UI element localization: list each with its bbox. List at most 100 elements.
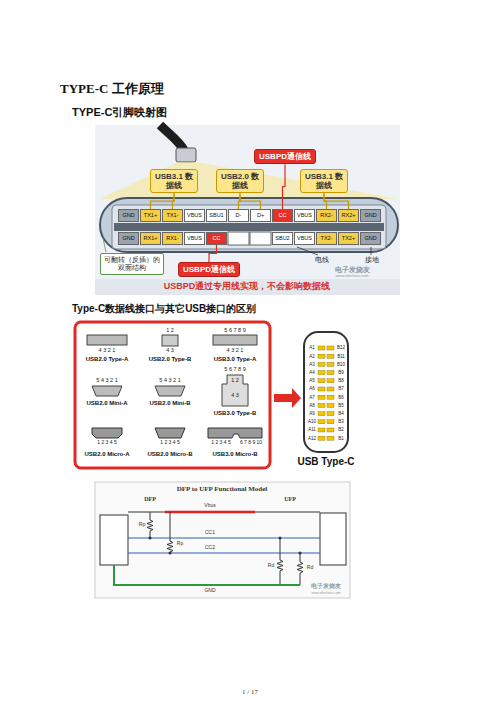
pin-numbers: 5 6 7 8 9 (224, 366, 245, 372)
pin-numbers: 4 3 2 1 (99, 347, 116, 353)
resistor-label: Rp (177, 541, 183, 547)
pin-cell: TX1+ (140, 209, 161, 222)
mini-b-icon (155, 386, 185, 396)
watermark: www.elecfans.com (335, 274, 368, 279)
leader-line (103, 238, 106, 252)
pin-label: B1 (338, 436, 344, 441)
pin-numbers: 5 4 3 2 1 (159, 377, 180, 383)
node-text: USB3.1 数据线 (303, 172, 345, 190)
pin-bar (327, 403, 334, 407)
part-label: 接地 (365, 256, 379, 264)
pin-label: B6 (338, 395, 344, 400)
connector-name: USB2.0 Micro-B (147, 451, 192, 458)
micro-b-icon (155, 428, 185, 438)
callout-line (209, 245, 216, 262)
watermark: 电子发烧友 (311, 583, 341, 590)
tongue (112, 205, 386, 249)
empty-pin (250, 232, 271, 245)
resistor-symbol (297, 553, 303, 585)
dfp-ufp-figure (95, 482, 350, 598)
pin-label: A5 (309, 378, 315, 383)
pin-numbers: 5 4 3 2 1 (96, 377, 117, 383)
node-text: VBUS (187, 212, 202, 218)
connector-name: USB2.0 Type-B (149, 356, 192, 363)
node-text: USB2.0 数据线 (219, 172, 261, 190)
pin-numbers: 6 7 8 9 10 (240, 440, 262, 446)
callout-box: USB3.1 数据线 (300, 169, 348, 193)
junction-dot (169, 552, 172, 555)
cable (160, 125, 184, 150)
connector-name: USB2.0 Mini-A (86, 400, 127, 407)
pin-bar (318, 403, 325, 407)
node-text: D- (236, 212, 242, 218)
pin-label: B2 (338, 427, 344, 432)
pin-cell: VBUS (184, 209, 205, 222)
resistor-label: Rd (307, 565, 313, 571)
callout-box: USBPD通信线 (254, 149, 316, 164)
part-label: 电线 (315, 256, 329, 264)
receptacle-shell (100, 198, 398, 252)
signal-name: CC1 (205, 530, 215, 536)
type-b-icon (162, 335, 178, 346)
node-text: VBUS (187, 235, 202, 241)
pin-cell: RX1- (162, 232, 183, 245)
junction-dot (299, 552, 302, 555)
pin-cell: CC (206, 232, 227, 245)
pin-cell: TX2+ (338, 232, 359, 245)
type-a-icon (213, 335, 257, 345)
pin-bar (318, 346, 325, 350)
node-text: CC (279, 212, 287, 218)
type-c-outline (304, 332, 348, 452)
node-text: TX1- (167, 212, 179, 218)
pin-cell: GND (118, 232, 139, 245)
cc2-wire (128, 553, 320, 554)
signal-name: Vbus (204, 503, 215, 509)
pin-cell: VBUS (294, 209, 315, 222)
banner-note: USBPD通过专用线实现，不会影响数据线 (164, 281, 331, 291)
type-b3-icon (222, 375, 248, 406)
micro-a-icon (92, 428, 122, 438)
cc1-wire (128, 538, 320, 539)
pin-bar (327, 387, 334, 391)
pin-cell: D+ (250, 209, 271, 222)
mini-a-icon (92, 386, 122, 396)
node-text: SBU1 (209, 212, 223, 218)
pin-label: B9 (338, 370, 344, 375)
figure-title: DFP to UFP Functional Model (177, 485, 268, 493)
watermark: 电子发烧友 (335, 266, 370, 274)
page-title: TYPE-C 工作原理 (60, 82, 164, 97)
pin-label: B5 (338, 403, 344, 408)
callout-line (283, 164, 286, 209)
pinmap-figure (95, 125, 400, 295)
pin-bar (318, 420, 325, 424)
detect-box (100, 515, 128, 565)
watermark: www.elecfans.com (312, 591, 341, 595)
micro-b3-icon (208, 428, 262, 438)
pin-label: A2 (309, 354, 315, 359)
pin-label: A9 (309, 411, 315, 416)
pin-cell: TX2- (316, 232, 337, 245)
pin-numbers: 1 2 3 4 5 (97, 440, 116, 446)
pin-bar (327, 346, 334, 350)
signal-name: CC2 (205, 545, 215, 551)
figure-ground (95, 125, 400, 295)
light-beam (100, 162, 398, 199)
pin-bar (327, 420, 334, 424)
connector-name: USB3.0 Type-B (214, 410, 257, 417)
pin-cell: CC (272, 209, 293, 222)
pin-label: A8 (309, 403, 315, 408)
resistor-label: Rp (139, 522, 145, 528)
node-text: VBUS (297, 212, 312, 218)
callout-line (151, 193, 175, 209)
pin-label: B12 (337, 345, 345, 350)
connector-name: USB3.0 Micro-B (212, 451, 257, 458)
pin-numbers: 4 3 2 1 (227, 347, 244, 353)
node-text: CC (213, 235, 221, 241)
resistor-symbol (167, 512, 173, 553)
pin-label: A1 (309, 345, 315, 350)
pin-label: B4 (338, 411, 344, 416)
pin-label: A7 (309, 395, 315, 400)
pin-cell: D- (228, 209, 249, 222)
pin-bar (318, 387, 325, 391)
node-text: RX1- (166, 235, 179, 241)
